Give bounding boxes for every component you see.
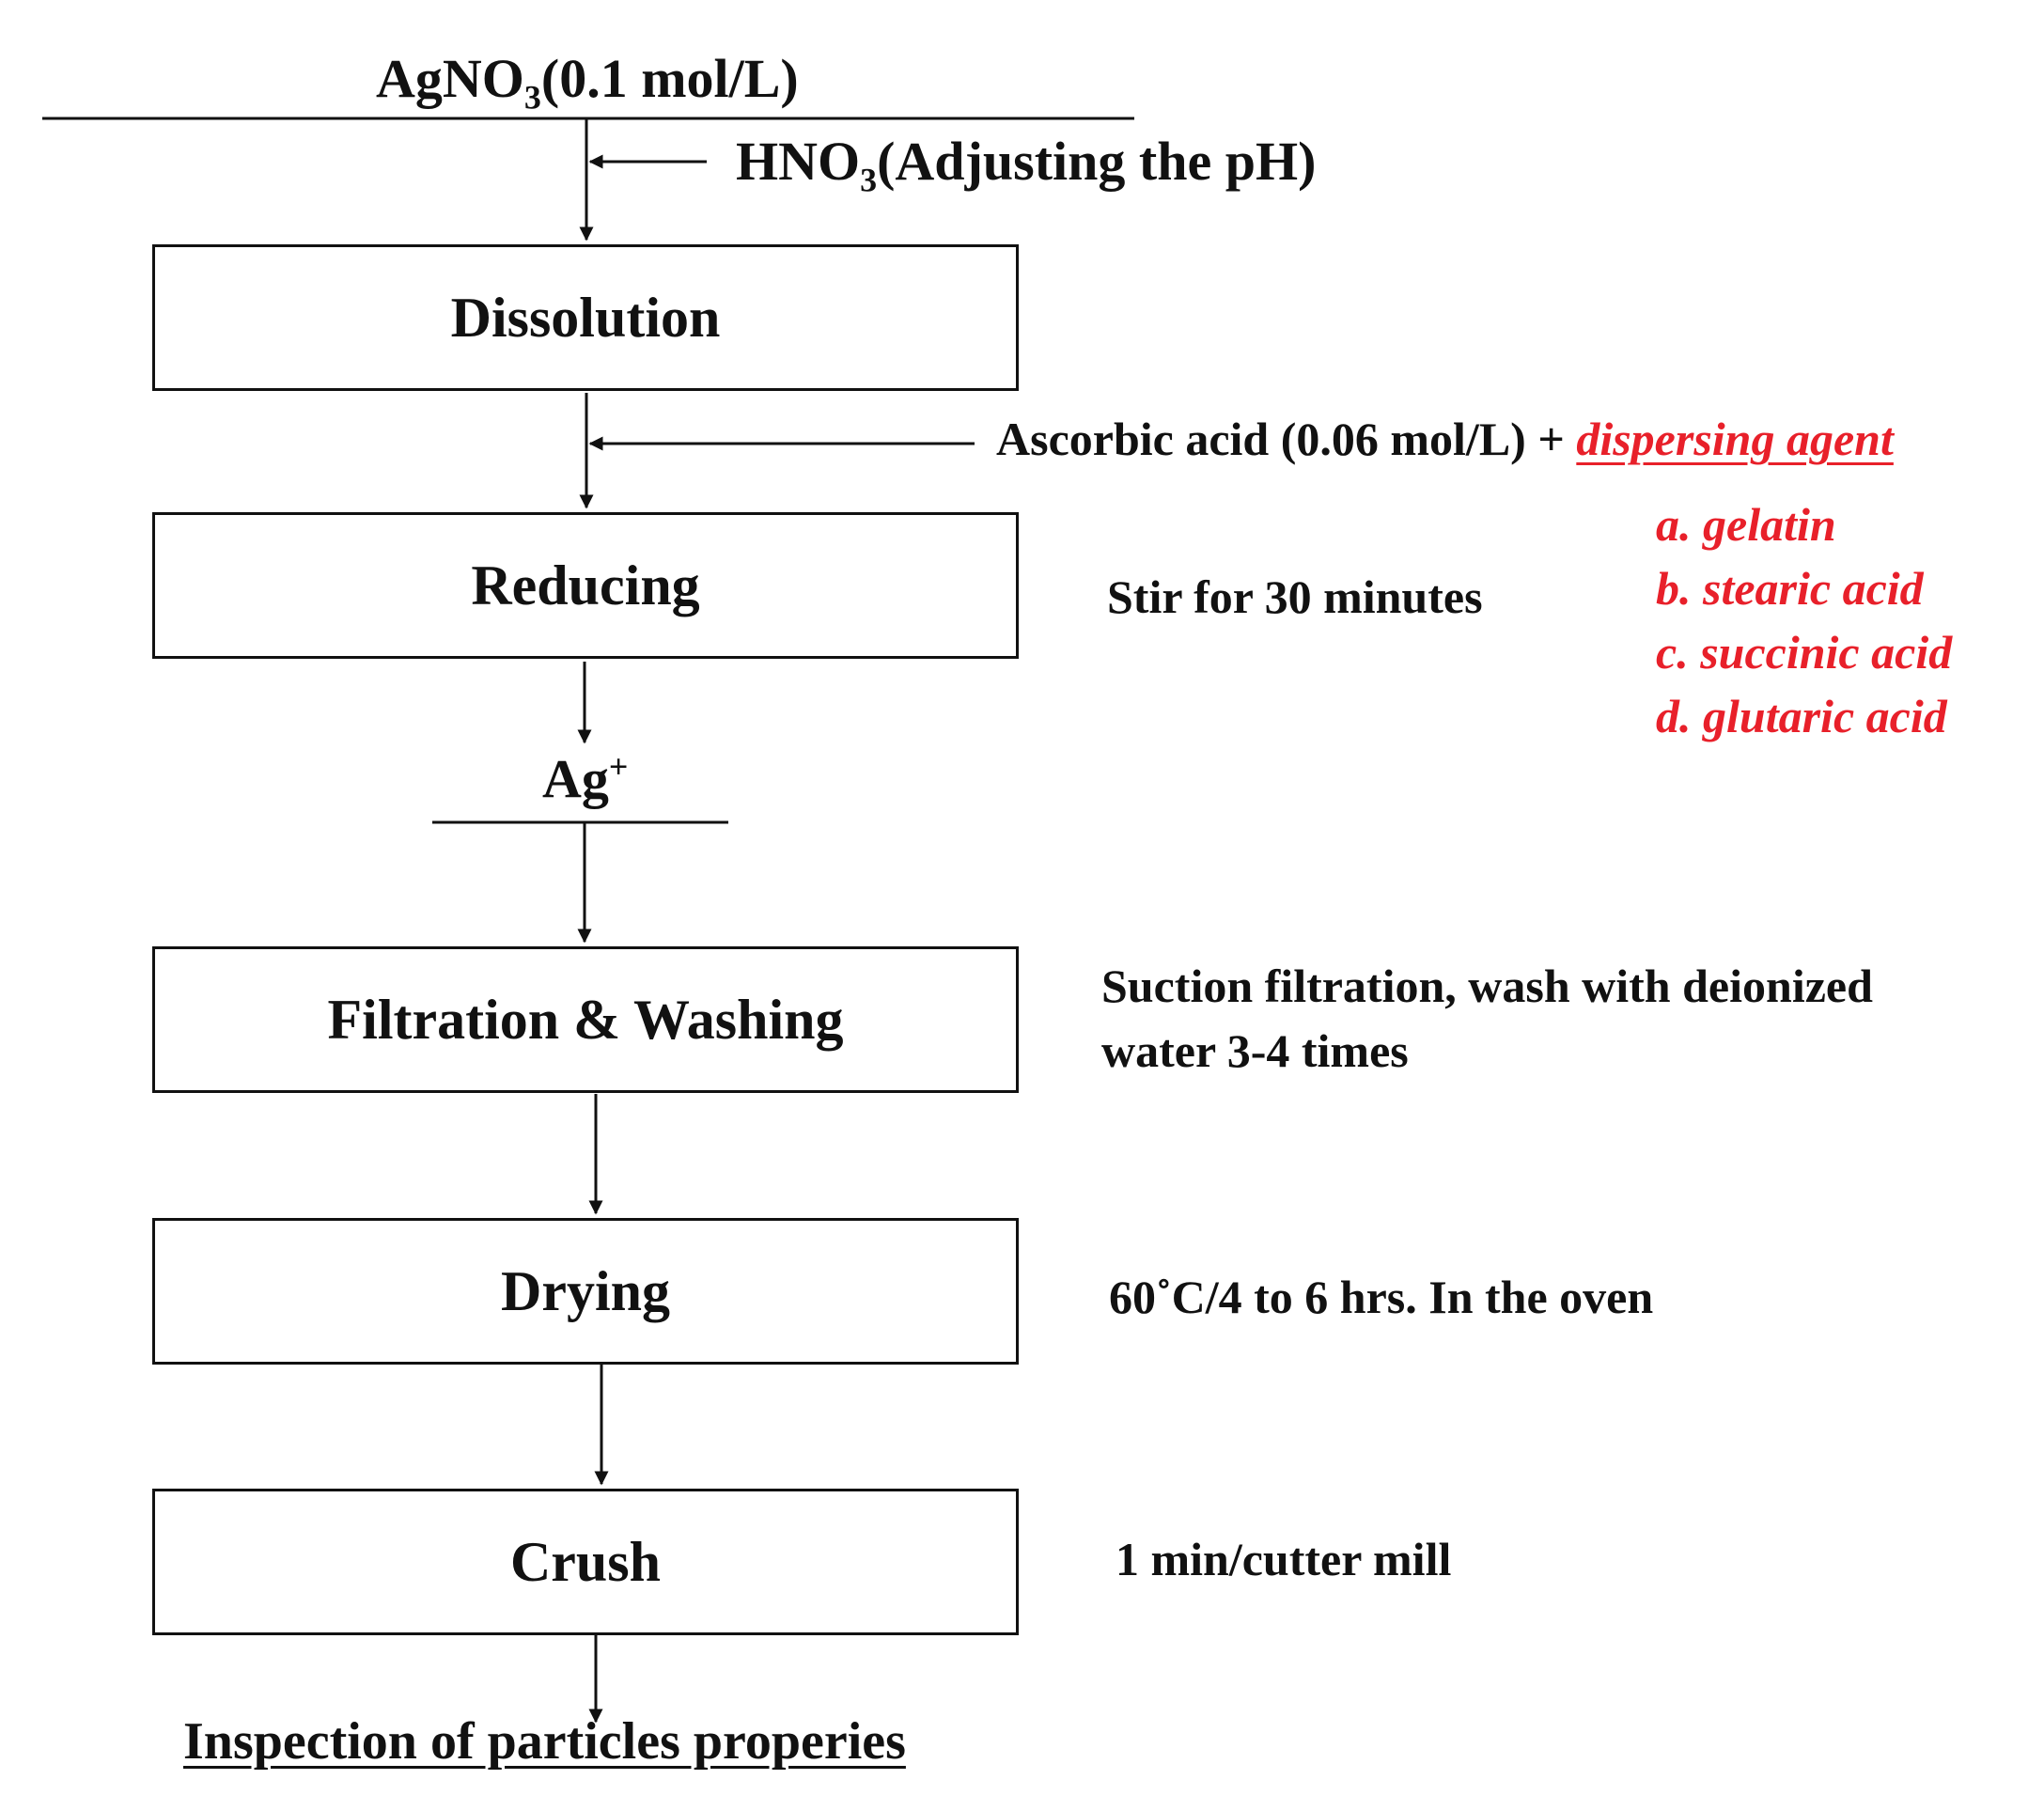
step-reducing: Reducing <box>152 512 1019 659</box>
agno3-input-label: AgNO3(0.1 mol/L) <box>376 48 799 117</box>
ag-ion-label: Ag+ <box>542 747 629 809</box>
step-filtration-washing: Filtration & Washing <box>152 946 1019 1093</box>
note-crush: 1 min/cutter mill <box>1116 1533 1452 1585</box>
note-filtration-line1: Suction filtration, wash with deionized <box>1101 960 1873 1012</box>
dispersing-agent-item: d. glutaric acid <box>1656 690 1947 742</box>
inspection-output-label: Inspection of particles properies <box>183 1712 906 1771</box>
hno3-input-label: HNO3(Adjusting the pH) <box>736 131 1317 199</box>
note-reducing: Stir for 30 minutes <box>1107 570 1483 623</box>
note-filtration-line2: water 3-4 times <box>1101 1024 1409 1077</box>
dispersing-agent-item: b. stearic acid <box>1656 562 1924 615</box>
step-dissolution: Dissolution <box>152 244 1019 391</box>
dispersing-agent-label: dispersing agent <box>1576 413 1894 465</box>
note-drying: 60˚C/4 to 6 hrs. In the oven <box>1109 1271 1654 1323</box>
dispersing-agent-item: c. succinic acid <box>1656 626 1953 679</box>
step-drying: Drying <box>152 1218 1019 1365</box>
dispersing-agent-item: a. gelatin <box>1656 498 1836 551</box>
step-crush: Crush <box>152 1489 1019 1635</box>
reducer-input-label: Ascorbic acid (0.06 mol/L) + dispersing … <box>996 413 1894 465</box>
